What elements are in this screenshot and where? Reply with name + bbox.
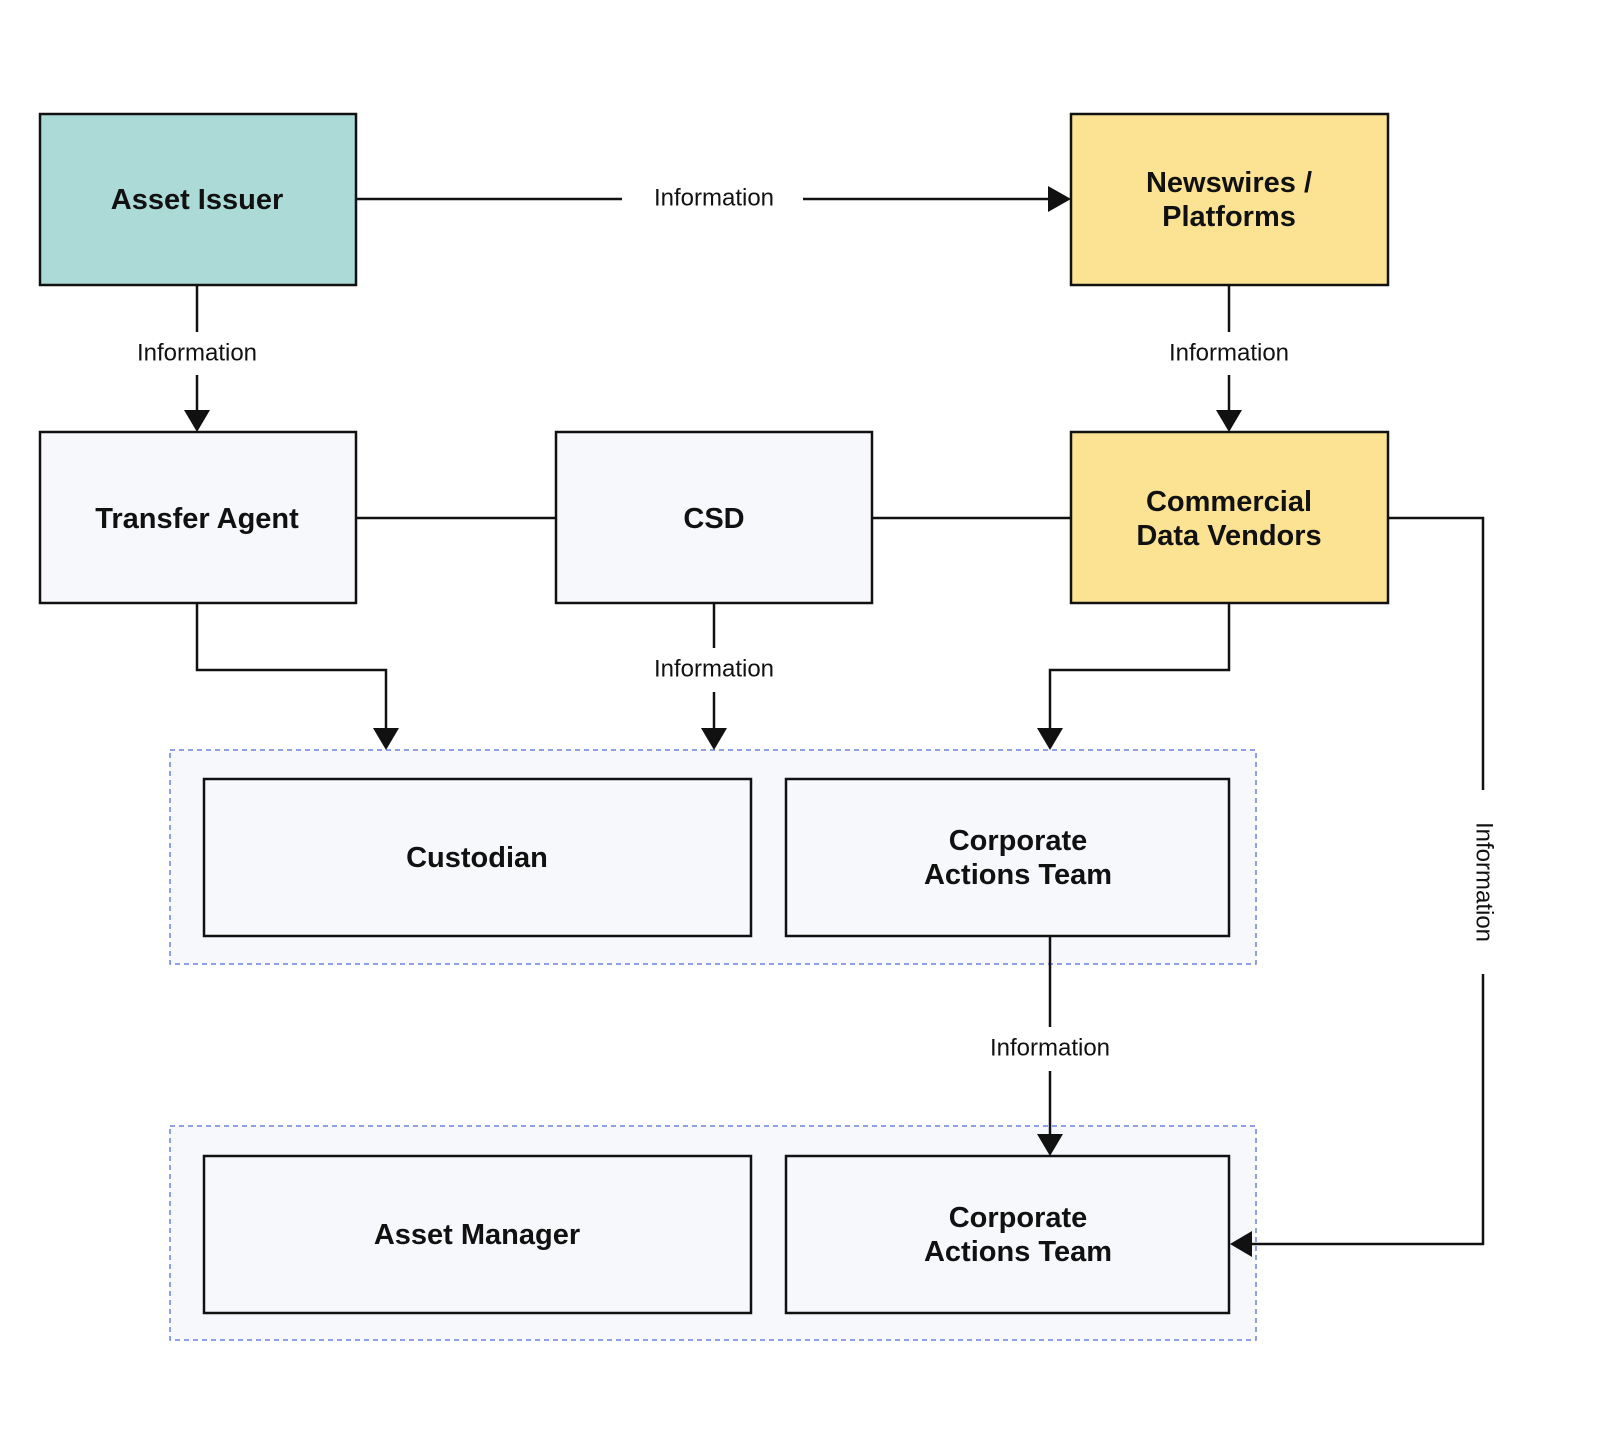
connector-vendors-manager-team-a: [1388, 516, 1485, 790]
node-label-line: Data Vendors: [1136, 520, 1321, 552]
node-asset-issuer: Asset Issuer: [38, 112, 358, 287]
arrowhead-ca-teams: [1037, 1134, 1063, 1156]
node-label-line: Corporate: [949, 825, 1088, 857]
node-transfer-agent: Transfer Agent: [38, 430, 358, 605]
node-label-line: Actions Team: [924, 859, 1112, 891]
node-asset-manager: Asset Manager: [202, 1154, 753, 1315]
node-label: Asset Manager: [374, 1219, 580, 1251]
arrowhead-vendors-manager-team: [1230, 1231, 1252, 1257]
node-label-line: Commercial: [1146, 486, 1312, 518]
flow-label-issuer-newswires: Information: [654, 184, 774, 211]
node-label-line: CSD: [683, 503, 744, 535]
connectors: [184, 186, 1485, 1257]
connector-vendors-custodian-team: [1048, 603, 1231, 729]
flow-label-ca-teams: Information: [990, 1034, 1110, 1061]
node-label-line: Platforms: [1162, 201, 1296, 233]
node-label-line: Asset Manager: [374, 1219, 580, 1251]
flow-label-vendors-manager-team: Information: [1471, 822, 1498, 942]
node-label: Custodian: [406, 842, 548, 874]
arrowhead-issuer-newswires: [1048, 186, 1071, 212]
flow-label-issuer-ta: Information: [137, 339, 257, 366]
connector-ta-custodian: [195, 603, 388, 729]
arrowhead-newswires-vendors: [1216, 410, 1242, 432]
connector-vendors-manager-team-b: [1252, 974, 1485, 1246]
node-label: Newswires /Platforms: [1146, 167, 1312, 233]
arrowhead-vendors-custodian-team: [1037, 728, 1063, 750]
arrowhead-ta-custodian: [373, 728, 399, 750]
node-label-line: Corporate: [949, 1202, 1088, 1234]
node-csd: CSD: [554, 430, 874, 605]
node-label-line: Asset Issuer: [111, 184, 284, 216]
node-label-line: Transfer Agent: [95, 503, 299, 535]
flow-label-newswires-vendors: Information: [1169, 339, 1289, 366]
node-newswires-platforms: Newswires /Platforms: [1069, 112, 1390, 287]
arrowhead-csd-group: [701, 728, 727, 750]
node-label: Transfer Agent: [95, 503, 299, 535]
node-label-line: Actions Team: [924, 1236, 1112, 1268]
node-label: Asset Issuer: [111, 184, 284, 216]
node-label: CSD: [683, 503, 744, 535]
arrowhead-issuer-ta: [184, 410, 210, 432]
node-label-line: Newswires /: [1146, 167, 1312, 199]
flow-label-csd-group: Information: [654, 655, 774, 682]
node-label-line: Custodian: [406, 842, 548, 874]
node-custodian: Custodian: [202, 777, 753, 938]
